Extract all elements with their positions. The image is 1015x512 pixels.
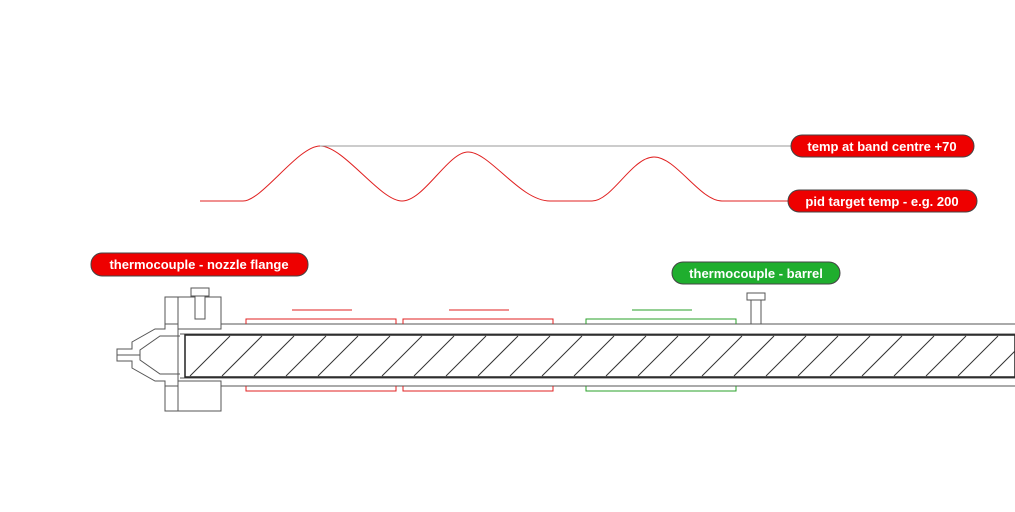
thermocouple-barrel-label-text: thermocouple - barrel	[689, 266, 823, 281]
band-centre-label-text: temp at band centre +70	[807, 139, 956, 154]
thermocouple-barrel-label: thermocouple - barrel	[671, 261, 841, 285]
pid-target-label: pid target temp - e.g. 200	[787, 189, 978, 213]
thermocouple-nozzle-label: thermocouple - nozzle flange	[90, 252, 309, 277]
temperature-profile-curve	[200, 145, 790, 202]
thermocouple-nozzle-label-text: thermocouple - nozzle flange	[109, 257, 288, 272]
screw-hatching	[189, 335, 1015, 377]
barrel-thermocouple-screw-icon	[746, 292, 766, 325]
heater-band-2	[402, 309, 554, 392]
nozzle-thermocouple-screw-icon	[190, 287, 210, 320]
nozzle-tip	[116, 323, 180, 387]
barrel	[180, 323, 1015, 387]
screw	[184, 334, 1015, 378]
pid-target-label-text: pid target temp - e.g. 200	[805, 194, 958, 209]
heater-band-1	[245, 309, 397, 392]
band-centre-label: temp at band centre +70	[790, 134, 975, 158]
heater-band-3	[585, 309, 737, 392]
